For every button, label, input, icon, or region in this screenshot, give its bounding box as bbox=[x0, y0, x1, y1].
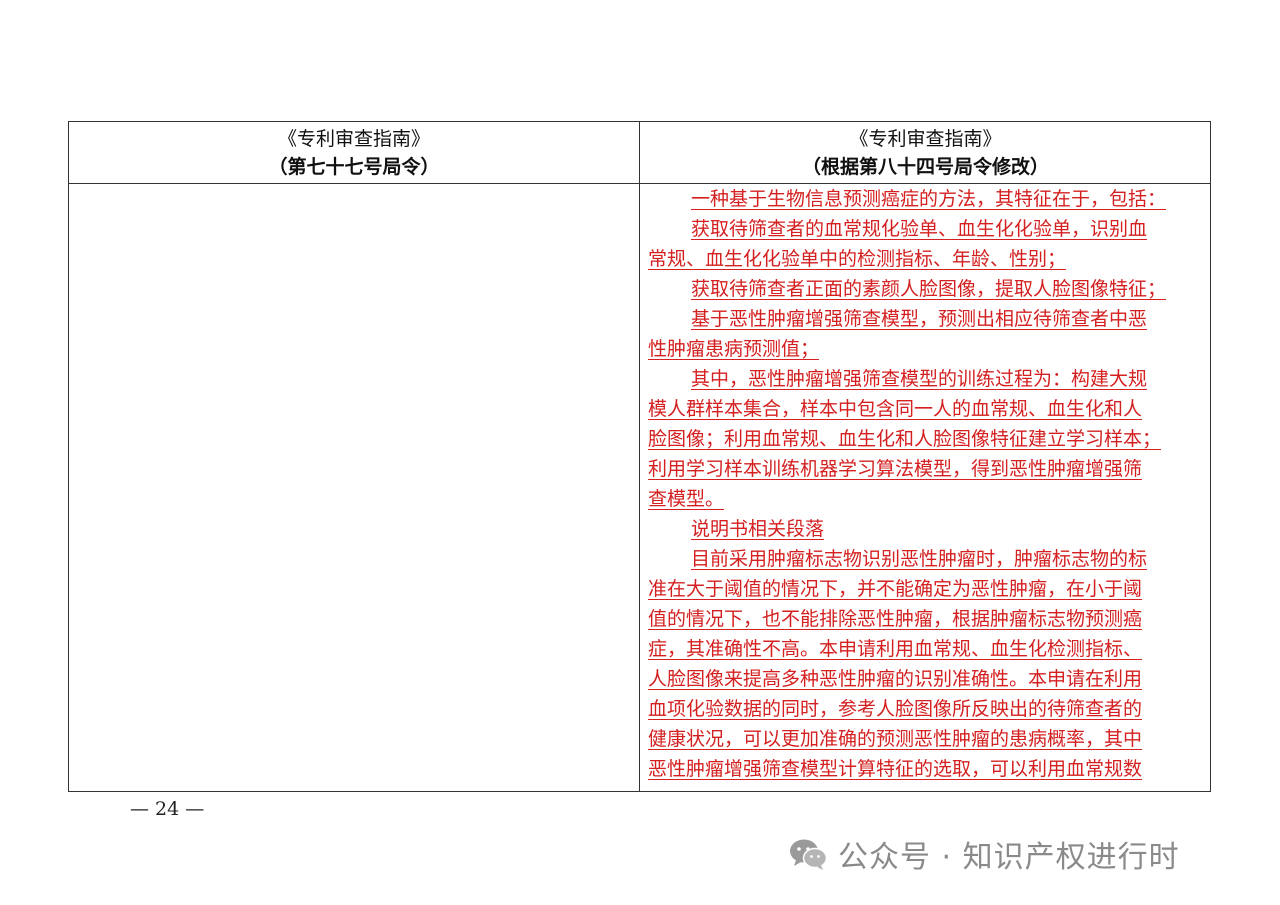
amended-text: 人脸图像来提高多种恶性肿瘤的识别准确性。本申请在利用 bbox=[648, 668, 1143, 690]
amended-text-line: 值的情况下，也不能排除恶性肿瘤，根据肿瘤标志物预测癌 bbox=[648, 604, 1205, 634]
amended-text-line: 血项化验数据的同时，参考人脸图像所反映出的待筛查者的 bbox=[648, 694, 1205, 724]
amended-text-line: 模人群样本集合，样本中包含同一人的血常规、血生化和人 bbox=[648, 394, 1205, 424]
amended-text-line: 说明书相关段落 bbox=[648, 514, 1205, 544]
right-column-body: 一种基于生物信息预测癌症的方法，其特征在于，包括： 获取待筛查者的血常规化验单、血… bbox=[648, 184, 1205, 792]
amended-text: 获取待筛查者的血常规化验单、血生化化验单，识别血 bbox=[691, 218, 1148, 240]
watermark: 公众号 · 知识产权进行时 bbox=[788, 834, 1180, 875]
header-divider bbox=[69, 183, 1210, 184]
amended-text: 利用学习样本训练机器学习算法模型，得到恶性肿瘤增强筛 bbox=[648, 458, 1143, 480]
amended-text: 一种基于生物信息预测癌症的方法，其特征在于，包括： bbox=[691, 188, 1167, 210]
amended-text: 准在大于阈值的情况下，并不能确定为恶性肿瘤，在小于阈 bbox=[648, 578, 1143, 600]
right-header-title: 《专利审查指南》 bbox=[849, 127, 1002, 150]
amended-text-line: 性肿瘤患病预测值； bbox=[648, 334, 1205, 364]
amended-text-line: 其中，恶性肿瘤增强筛查模型的训练过程为：构建大规 bbox=[648, 364, 1205, 394]
column-divider bbox=[639, 122, 640, 791]
left-header-title: 《专利审查指南》 bbox=[277, 127, 430, 150]
amended-text: 常规、血生化化验单中的检测指标、年龄、性别； bbox=[648, 248, 1067, 270]
amended-text: 其中，恶性肿瘤增强筛查模型的训练过程为：构建大规 bbox=[691, 368, 1148, 390]
amended-text-line: 脸图像；利用血常规、血生化和人脸图像特征建立学习样本； bbox=[648, 424, 1205, 454]
left-header-subtitle: （第七十七号局令） bbox=[268, 155, 440, 178]
page-number: — 24 — bbox=[130, 798, 205, 820]
right-header-subtitle: （根据第八十四号局令修改） bbox=[801, 155, 1049, 178]
amended-text-line: 恶性肿瘤增强筛查模型计算特征的选取，可以利用血常规数 bbox=[648, 754, 1205, 784]
amended-text-line: 准在大于阈值的情况下，并不能确定为恶性肿瘤，在小于阈 bbox=[648, 574, 1205, 604]
amended-text: 模人群样本集合，样本中包含同一人的血常规、血生化和人 bbox=[648, 398, 1143, 420]
amended-text-line: 一种基于生物信息预测癌症的方法，其特征在于，包括： bbox=[648, 184, 1205, 214]
amended-text: 值的情况下，也不能排除恶性肿瘤，根据肿瘤标志物预测癌 bbox=[648, 608, 1143, 630]
amended-text: 性肿瘤患病预测值； bbox=[648, 338, 820, 360]
amended-text: 说明书相关段落 bbox=[691, 518, 825, 540]
amended-text: 脸图像；利用血常规、血生化和人脸图像特征建立学习样本； bbox=[648, 428, 1162, 450]
amended-text: 症，其准确性不高。本申请利用血常规、血生化检测指标、 bbox=[648, 638, 1143, 660]
amended-text-line: 获取待筛查者正面的素颜人脸图像，提取人脸图像特征； bbox=[648, 274, 1205, 304]
amended-text-line: 健康状况，可以更加准确的预测恶性肿瘤的患病概率，其中 bbox=[648, 724, 1205, 754]
amended-text: 基于恶性肿瘤增强筛查模型，预测出相应待筛查者中恶 bbox=[691, 308, 1148, 330]
comparison-table: 《专利审查指南》 （第七十七号局令） 《专利审查指南》 （根据第八十四号局令修改… bbox=[68, 121, 1211, 792]
amended-text-line: 症，其准确性不高。本申请利用血常规、血生化检测指标、 bbox=[648, 634, 1205, 664]
amended-text: 健康状况，可以更加准确的预测恶性肿瘤的患病概率，其中 bbox=[648, 728, 1143, 750]
left-column-header: 《专利审查指南》 （第七十七号局令） bbox=[69, 122, 639, 183]
amended-text-line: 获取待筛查者的血常规化验单、血生化化验单，识别血 bbox=[648, 214, 1205, 244]
amended-text: 查模型。 bbox=[648, 488, 725, 510]
amended-text: 获取待筛查者正面的素颜人脸图像，提取人脸图像特征； bbox=[691, 278, 1167, 300]
right-column-header: 《专利审查指南》 （根据第八十四号局令修改） bbox=[640, 122, 1211, 183]
amended-text-line: 常规、血生化化验单中的检测指标、年龄、性别； bbox=[648, 244, 1205, 274]
watermark-text: 公众号 · 知识产权进行时 bbox=[838, 840, 1180, 875]
amended-text-line: 目前采用肿瘤标志物识别恶性肿瘤时，肿瘤标志物的标 bbox=[648, 544, 1205, 574]
amended-text: 恶性肿瘤增强筛查模型计算特征的选取，可以利用血常规数 bbox=[648, 758, 1143, 780]
amended-text-line: 利用学习样本训练机器学习算法模型，得到恶性肿瘤增强筛 bbox=[648, 454, 1205, 484]
amended-text-line: 人脸图像来提高多种恶性肿瘤的识别准确性。本申请在利用 bbox=[648, 664, 1205, 694]
amended-text-line: 基于恶性肿瘤增强筛查模型，预测出相应待筛查者中恶 bbox=[648, 304, 1205, 334]
amended-text: 血项化验数据的同时，参考人脸图像所反映出的待筛查者的 bbox=[648, 698, 1143, 720]
wechat-icon bbox=[790, 839, 828, 870]
amended-text-line: 查模型。 bbox=[648, 484, 1205, 514]
left-column-body bbox=[69, 184, 639, 792]
amended-text: 目前采用肿瘤标志物识别恶性肿瘤时，肿瘤标志物的标 bbox=[691, 548, 1148, 570]
